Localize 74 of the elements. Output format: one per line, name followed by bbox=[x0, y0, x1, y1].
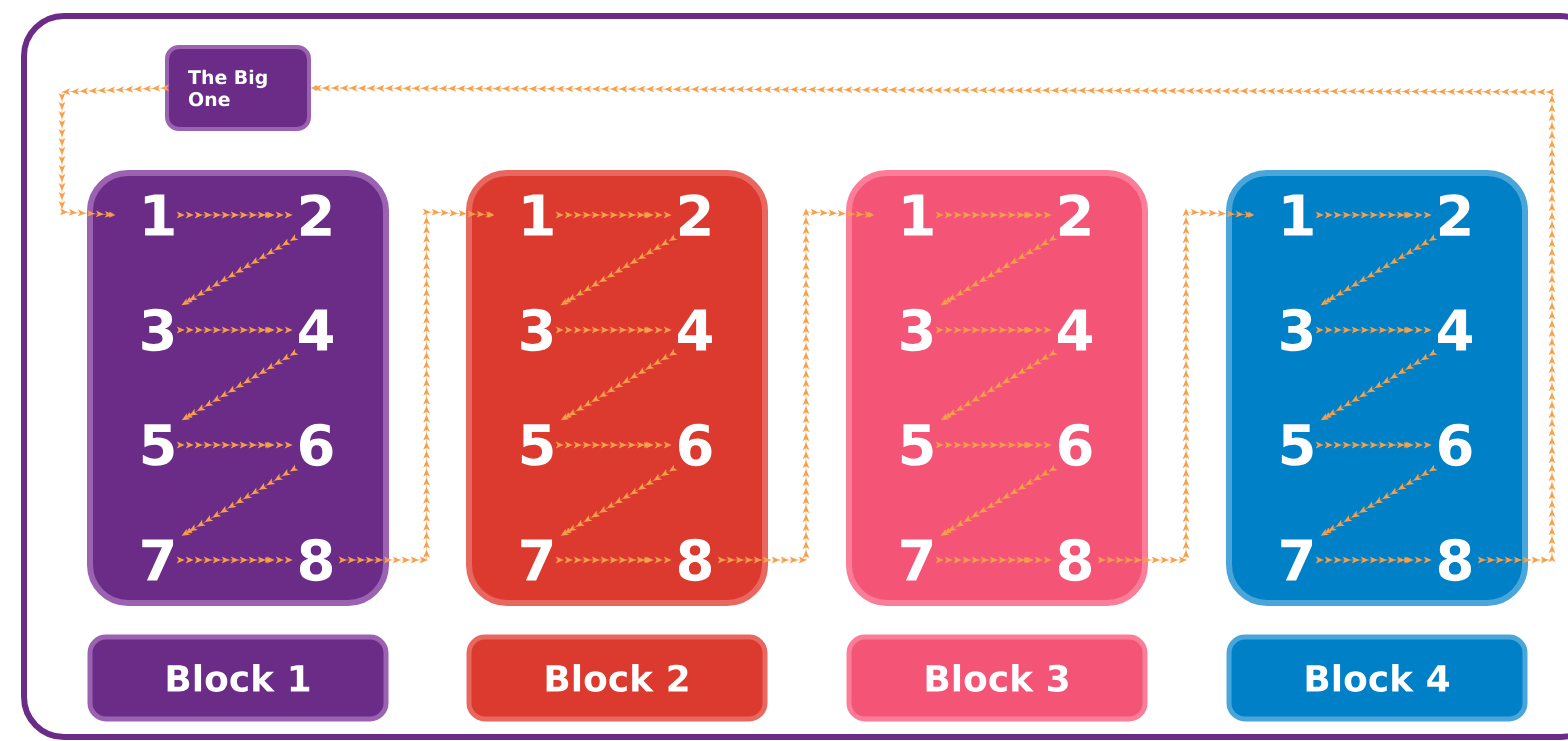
arrow bbox=[1320, 234, 1438, 306]
step-number: 6 bbox=[679, 423, 712, 467]
arrow bbox=[58, 84, 170, 218]
arrow bbox=[560, 348, 678, 421]
arrow bbox=[1320, 348, 1438, 421]
arrow bbox=[1315, 556, 1432, 564]
arrow bbox=[311, 84, 1556, 564]
step-number: 5 bbox=[901, 424, 933, 466]
arrow bbox=[181, 464, 299, 536]
step-number: 8 bbox=[1438, 538, 1471, 582]
arrow bbox=[560, 464, 678, 536]
arrow bbox=[935, 556, 1052, 564]
step-number: 6 bbox=[1059, 423, 1092, 467]
step-number: 4 bbox=[678, 309, 712, 351]
step-number: 5 bbox=[521, 424, 553, 466]
step-number: 1 bbox=[144, 194, 174, 236]
step-number: 6 bbox=[1439, 423, 1472, 467]
arrow bbox=[940, 464, 1058, 536]
step-number: 7 bbox=[521, 539, 553, 581]
step-number: 5 bbox=[142, 424, 174, 466]
arrow bbox=[1315, 211, 1432, 219]
step-number: 8 bbox=[299, 538, 332, 582]
arrow bbox=[1315, 326, 1432, 334]
step-number: 4 bbox=[299, 309, 333, 351]
block-panel bbox=[1226, 170, 1528, 606]
arrow bbox=[176, 326, 293, 334]
block-panel bbox=[466, 170, 768, 606]
step-number: 3 bbox=[1281, 308, 1313, 352]
arrow bbox=[717, 208, 874, 564]
step-number: 5 bbox=[1281, 424, 1313, 466]
arrow bbox=[940, 348, 1058, 421]
arrow bbox=[338, 208, 494, 564]
arrow bbox=[555, 211, 672, 219]
arrow bbox=[176, 211, 293, 219]
block-label-box: Block 1 bbox=[87, 634, 389, 722]
step-number: 7 bbox=[901, 539, 933, 581]
step-number: 1 bbox=[1283, 194, 1313, 236]
arrow bbox=[176, 556, 293, 564]
step-number: 3 bbox=[142, 308, 174, 352]
step-number: 1 bbox=[523, 194, 553, 236]
arrow bbox=[1097, 208, 1254, 564]
block-label-box: Block 2 bbox=[466, 634, 768, 722]
step-number: 2 bbox=[1059, 194, 1090, 236]
arrow bbox=[555, 441, 672, 449]
block-label-box: Block 3 bbox=[846, 634, 1148, 722]
step-number: 4 bbox=[1438, 309, 1472, 351]
arrow bbox=[181, 348, 299, 421]
step-number: 3 bbox=[521, 308, 553, 352]
block-panel bbox=[87, 170, 389, 606]
step-number: 1 bbox=[903, 194, 933, 236]
arrow bbox=[176, 441, 293, 449]
step-number: 7 bbox=[142, 539, 174, 581]
arrow bbox=[935, 211, 1052, 219]
arrow bbox=[560, 234, 678, 306]
arrow bbox=[181, 234, 299, 306]
step-number: 2 bbox=[300, 194, 331, 236]
arrow bbox=[935, 326, 1052, 334]
step-number: 8 bbox=[1058, 538, 1091, 582]
title-box: The Big One bbox=[165, 45, 311, 131]
step-number: 7 bbox=[1281, 539, 1313, 581]
block-label-box: Block 4 bbox=[1226, 634, 1528, 722]
arrow bbox=[1315, 441, 1432, 449]
step-number: 8 bbox=[678, 538, 711, 582]
arrow bbox=[555, 556, 672, 564]
step-number: 4 bbox=[1058, 309, 1092, 351]
arrow bbox=[940, 234, 1058, 306]
arrow bbox=[1320, 464, 1438, 536]
step-number: 6 bbox=[300, 423, 333, 467]
arrow bbox=[935, 441, 1052, 449]
step-number: 2 bbox=[679, 194, 710, 236]
step-number: 3 bbox=[901, 308, 933, 352]
block-panel bbox=[846, 170, 1148, 606]
arrow bbox=[555, 326, 672, 334]
step-number: 2 bbox=[1439, 194, 1470, 236]
